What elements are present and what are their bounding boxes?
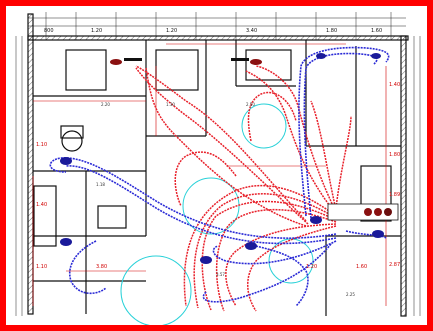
return-pipe-lower-left <box>69 240 107 295</box>
return-pipe-right <box>345 230 387 239</box>
return-pipe-top <box>298 46 390 217</box>
supply-pipe-loop-14 <box>247 91 297 142</box>
room-label-2: 2.50 <box>246 102 255 107</box>
supply-pipe-loop-11 <box>145 67 307 227</box>
dim-top-1: 1.20 <box>91 28 102 34</box>
supply-pipe-loop-8 <box>335 115 352 209</box>
dim-left-0: 1.10 <box>36 142 47 148</box>
fixture-blue-5 <box>310 216 322 224</box>
room-label-3: 1.18 <box>96 182 105 187</box>
dimension-text: 800 1.20 1.20 3.40 1.80 1.60 1.40 1.80 1… <box>36 28 400 297</box>
supply-pipe-loop-5 <box>245 70 337 215</box>
grid-lines <box>15 12 421 316</box>
dim-right-2: 1.89 <box>389 192 400 198</box>
dim-top-2: 1.20 <box>166 28 177 34</box>
room-label-5: 2.25 <box>346 292 355 297</box>
manifold-valve-1 <box>364 208 372 216</box>
supply-pipe-loop-7 <box>310 100 337 211</box>
clearance-circles <box>120 103 314 325</box>
supply-pipe-loop-10 <box>135 67 309 225</box>
supply-pipe-loop-3 <box>201 200 337 311</box>
dim-bottom-2: 1.60 <box>356 264 367 270</box>
dim-left-2: 1.10 <box>36 264 47 270</box>
manifold <box>327 203 399 221</box>
fixture-blue-7 <box>316 53 326 59</box>
supply-pipe-loop-15 <box>174 151 237 207</box>
outer-wall-right <box>400 35 407 317</box>
fixture-blue-3 <box>200 256 212 264</box>
fixture-blue-8 <box>371 53 381 59</box>
dim-bottom-1: 1.20 <box>306 264 317 270</box>
dim-top-3: 3.40 <box>246 28 257 34</box>
return-pipe-bottom <box>212 240 337 265</box>
fixture-blue-4 <box>245 242 257 250</box>
valve-bar-top-mid <box>231 58 249 61</box>
dim-right-1: 1.80 <box>389 152 400 158</box>
dim-right-3: 2.87 <box>389 262 400 268</box>
dimension-lines <box>32 43 387 306</box>
fixtures <box>60 53 399 264</box>
room-label-0: 2.20 <box>101 102 110 107</box>
supply-pipes <box>135 65 352 312</box>
radiator-top-mid <box>250 59 262 65</box>
dim-top-5: 1.60 <box>371 28 382 34</box>
floor-plan-drawing: 800 1.20 1.20 3.40 1.80 1.60 1.40 1.80 1… <box>15 12 421 325</box>
dim-top-0: 800 <box>44 28 54 34</box>
dim-left-1: 1.40 <box>36 202 47 208</box>
return-pipe-left-2 <box>65 165 337 245</box>
supply-pipe-loop-6 <box>255 65 337 213</box>
room-label-4: 3.57 <box>216 272 225 277</box>
outer-wall-top <box>27 35 409 41</box>
dim-top-4: 1.80 <box>326 28 337 34</box>
supply-pipe-loop-4 <box>215 208 337 312</box>
dim-right-0: 1.40 <box>389 82 400 88</box>
supply-pipe-loop-13 <box>247 225 337 312</box>
return-pipe-mid <box>255 245 309 307</box>
supply-pipe-loop-12 <box>225 223 337 307</box>
clearance-circle-2 <box>241 103 287 149</box>
outer-wall-left <box>27 13 34 315</box>
dim-bottom-0: 3.80 <box>96 264 107 270</box>
return-pipes <box>49 46 390 307</box>
clearance-circle-3 <box>268 238 314 284</box>
fixture-blue-1 <box>60 157 72 165</box>
manifold-valve-3 <box>384 208 392 216</box>
radiator-top-left <box>110 59 122 65</box>
supply-pipe-loop-2 <box>193 193 337 309</box>
manifold-valve-2 <box>374 208 382 216</box>
fixture-blue-6 <box>372 230 384 238</box>
return-pipe-left <box>49 157 337 239</box>
room-label-1: 1.30 <box>166 102 175 107</box>
clearance-circle-4 <box>182 177 240 235</box>
walls <box>27 13 409 317</box>
return-pipe-bottom-2 <box>202 243 332 303</box>
fixture-blue-2 <box>60 238 72 246</box>
supply-pipe-loop-9 <box>135 65 307 222</box>
clearance-circle-1 <box>120 255 192 325</box>
supply-pipe-loop-1 <box>183 184 337 307</box>
valve-bar-top-left <box>124 58 142 61</box>
return-pipe-top-2 <box>303 52 378 219</box>
